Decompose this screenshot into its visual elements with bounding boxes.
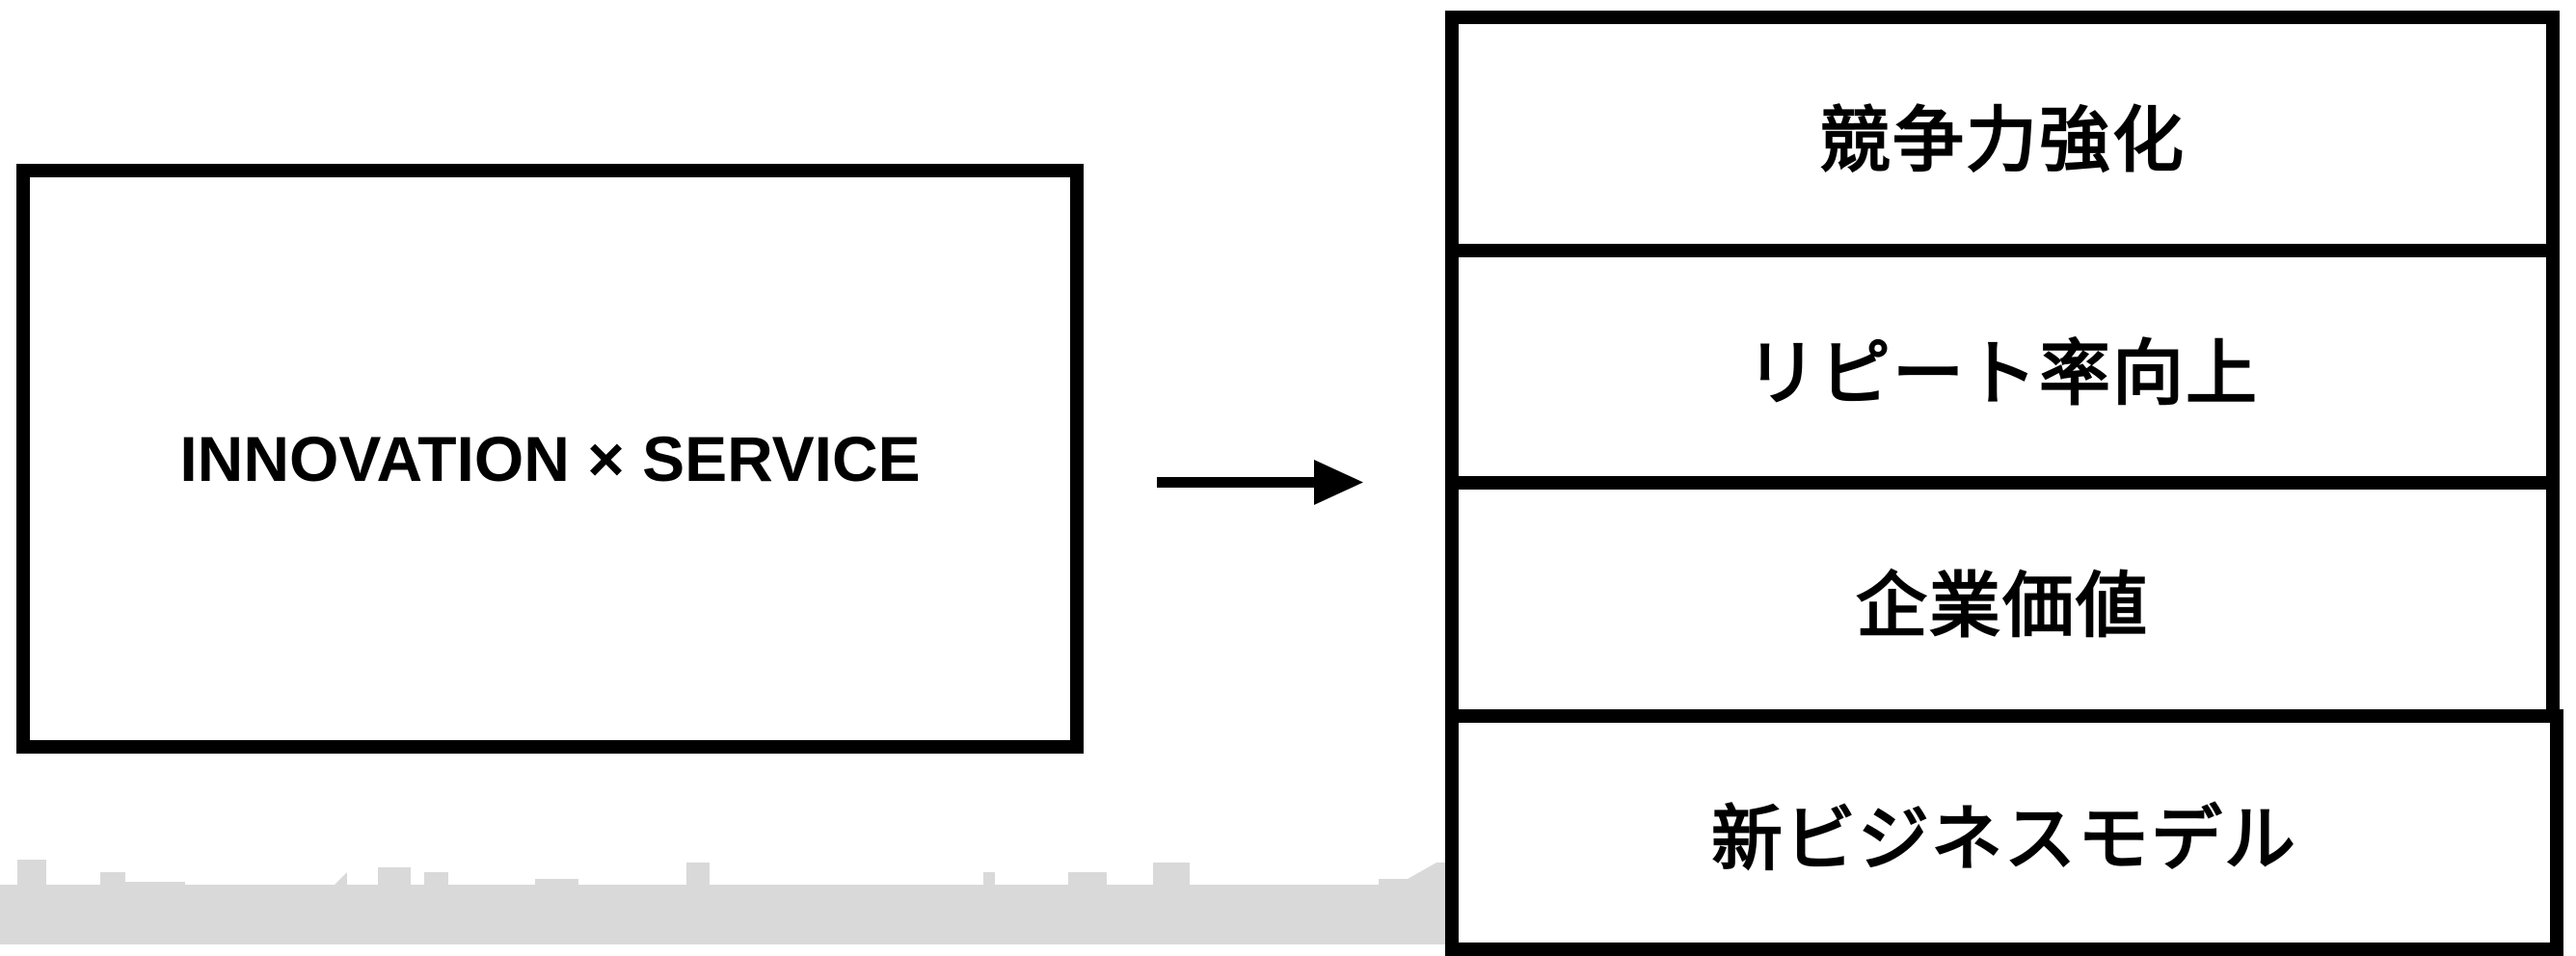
outcome-box-corporate-value: 企業価値 <box>1445 476 2560 723</box>
outcome-box-competitiveness: 競争力強化 <box>1445 11 2560 257</box>
outcome-label: リピート率向上 <box>1746 332 2259 415</box>
innovation-service-box: INNOVATION × SERVICE <box>16 164 1084 754</box>
outcome-box-repeat-rate: リピート率向上 <box>1445 244 2560 491</box>
right-arrow-icon <box>1157 460 1363 505</box>
outcome-box-new-business-model: 新ビジネスモデル <box>1445 709 2563 956</box>
outcome-label: 企業価値 <box>1856 564 2149 648</box>
outcome-label: 新ビジネスモデル <box>1711 797 2297 881</box>
innovation-service-label: INNOVATION × SERVICE <box>179 423 921 494</box>
outcome-label: 競争力強化 <box>1819 98 2186 182</box>
